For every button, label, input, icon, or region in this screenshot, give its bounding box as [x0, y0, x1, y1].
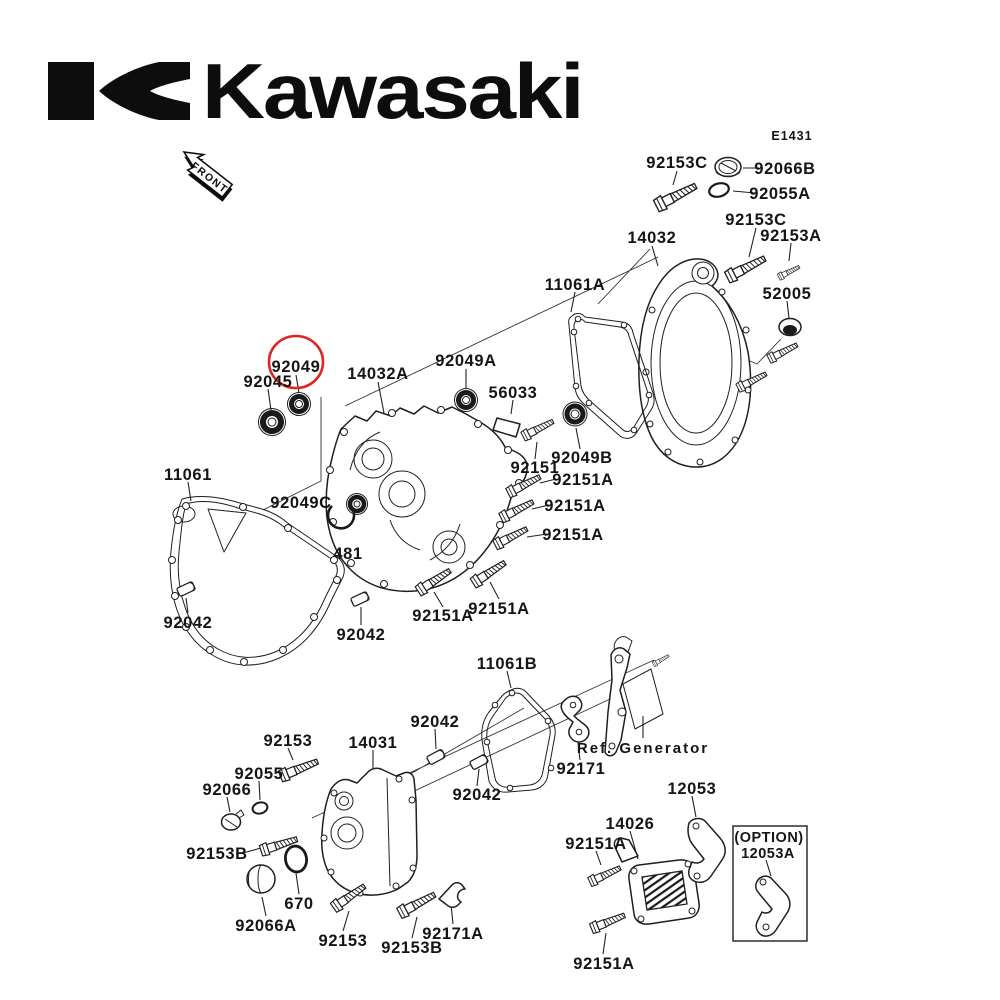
- part-oilseal-92049A: [454, 388, 478, 412]
- part-plug-92066: [220, 809, 245, 831]
- front-direction-arrow: FRONT: [182, 150, 234, 202]
- part-label-11061A: 11061A: [545, 276, 606, 294]
- part-label-92153B-b: 92153B: [381, 939, 442, 957]
- part-label-92153-a: 92153: [264, 732, 313, 750]
- part-dowel-92042-b: [349, 590, 371, 608]
- part-label-92151A-d: 92151A: [412, 607, 473, 625]
- part-plate-56033: [492, 417, 521, 438]
- part-label-ref-generator: Ref. Generator: [577, 740, 709, 757]
- part-label-14032A: 14032A: [347, 365, 408, 383]
- part-label-92066A: 92066A: [235, 917, 296, 935]
- diagram-code: E1431: [771, 129, 812, 143]
- part-oring-92055A: [708, 182, 730, 198]
- part-label-92042-c: 92042: [411, 713, 460, 731]
- part-label-92049-highlighted: 92049: [272, 358, 321, 376]
- part-cap-92066A: [246, 864, 276, 894]
- part-bolt-92151A-f: [586, 862, 624, 888]
- part-label-481: 481: [333, 545, 362, 563]
- part-oilseal-92049: [287, 392, 311, 416]
- part-label-92045: 92045: [244, 373, 293, 391]
- part-bolt-92151A-g: [588, 909, 628, 935]
- option-box: [732, 825, 808, 942]
- part-label-92049C: 92049C: [270, 494, 331, 512]
- kawasaki-logo-text: Kawasaki: [202, 47, 582, 135]
- part-label-52005: 52005: [763, 285, 812, 303]
- part-dowel-92042-d: [468, 753, 490, 771]
- part-bolt-92153C-b: [723, 251, 769, 285]
- part-label-92171A: 92171A: [422, 925, 483, 943]
- part-label-92151A-a: 92151A: [552, 471, 613, 489]
- part-snapring-481: [326, 505, 356, 530]
- part-guide-12053A: [755, 875, 791, 937]
- part-label-92153-b: 92153: [319, 932, 368, 950]
- part-label-14031: 14031: [349, 734, 398, 752]
- option-label: (OPTION): [734, 830, 803, 846]
- part-label-92055A: 92055A: [749, 185, 810, 203]
- part-label-92151A-b: 92151A: [544, 497, 605, 515]
- part-label-92055: 92055: [235, 765, 284, 783]
- part-oring-670: [284, 844, 308, 874]
- part-gasket-11061B: [481, 687, 556, 793]
- part-label-12053A: 12053A: [741, 846, 795, 862]
- part-bolt-92153-a: [277, 754, 321, 784]
- part-bolt-92153B-b: [395, 888, 439, 920]
- part-guide-12053: [687, 817, 726, 884]
- highlight-circle-92049: [267, 334, 325, 390]
- part-ref-generator: [604, 636, 671, 757]
- part-label-92049A: 92049A: [435, 352, 496, 370]
- part-oilseal-92049B: [562, 401, 588, 427]
- part-label-92151A-g: 92151A: [573, 955, 634, 973]
- part-label-92171: 92171: [557, 760, 606, 778]
- part-label-92066: 92066: [203, 781, 252, 799]
- part-cover-14031: [320, 767, 418, 897]
- part-label-56033: 56033: [489, 384, 538, 402]
- part-label-92066B: 92066B: [754, 160, 815, 178]
- part-label-92042-d: 92042: [453, 786, 502, 804]
- part-label-92151A-f: 92151A: [565, 835, 626, 853]
- part-cover-14032: [638, 258, 752, 468]
- part-cap-92066B: [714, 156, 742, 178]
- part-label-14032: 14032: [628, 229, 677, 247]
- part-oilseal-92049C: [346, 493, 368, 515]
- part-bolt-92151: [519, 415, 557, 443]
- part-gasket-11061A: [568, 313, 655, 439]
- part-grommet-52005: [778, 317, 802, 337]
- part-bearing-92045: [258, 408, 286, 436]
- part-dowel-92042-c: [425, 748, 447, 766]
- kawasaki-logo: Kawasaki: [48, 47, 584, 135]
- part-label-14026: 14026: [606, 815, 655, 833]
- part-label-92153B-a: 92153B: [186, 845, 247, 863]
- part-gasket-11061: [168, 495, 345, 666]
- part-bolt-92153C-a: [652, 178, 700, 214]
- part-bolt-92153A-b: [766, 339, 800, 365]
- part-label-92153A-a: 92153A: [760, 227, 821, 245]
- part-label-92151A-e: 92151A: [468, 600, 529, 618]
- part-cover-14026: [613, 837, 700, 925]
- part-label-92153C-b: 92153C: [725, 211, 786, 229]
- part-label-92153C-a: 92153C: [646, 154, 707, 172]
- kawasaki-rivermark-k: [99, 62, 190, 120]
- part-label-92042-b: 92042: [337, 626, 386, 644]
- kawasaki-rivermark-block: [48, 62, 94, 120]
- part-plate-92171A: [438, 882, 466, 908]
- part-label-11061B: 11061B: [477, 655, 538, 673]
- part-label-11061: 11061: [164, 466, 212, 484]
- part-label-12053: 12053: [668, 780, 717, 798]
- part-label-92049B: 92049B: [551, 449, 612, 467]
- part-bolt-92153A-a: [776, 262, 802, 282]
- part-label-92042-a: 92042: [164, 614, 213, 632]
- part-label-670: 670: [284, 895, 313, 913]
- part-oring-92055: [251, 801, 269, 815]
- part-label-92151A-c: 92151A: [542, 526, 603, 544]
- part-clamp-92171: [560, 695, 590, 743]
- part-label-92151: 92151: [511, 459, 560, 477]
